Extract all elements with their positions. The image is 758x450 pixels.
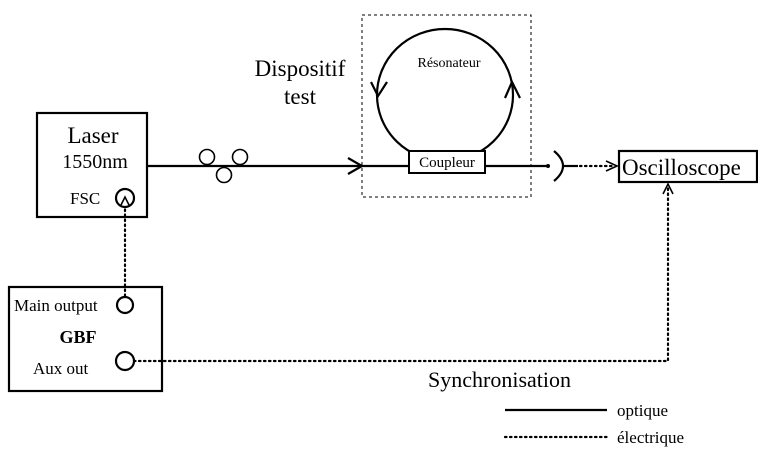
resonator-arrow-right <box>503 79 521 99</box>
laser-fsc-port <box>114 187 136 209</box>
legend-electrical-label: électrique <box>617 428 684 447</box>
photodetector <box>553 150 565 182</box>
polarization-controller-loop-3 <box>231 148 249 166</box>
fsc-arrow-head <box>120 195 130 206</box>
laser-wavelength: 1550nm <box>62 151 128 173</box>
oscilloscope-label: Oscilloscope <box>622 155 741 180</box>
gbf-aux-out-port <box>114 350 136 372</box>
sync-arrow-head <box>662 182 674 195</box>
resonator-ring <box>375 27 515 163</box>
sync-label: Synchronisation <box>428 367 571 392</box>
coupler-label: Coupleur <box>419 155 475 171</box>
oscilloscope-box <box>617 149 758 184</box>
coupler-box <box>408 150 486 174</box>
gbf-main-output: Main output <box>14 296 98 315</box>
laser-fsc-label: FSC <box>70 189 100 208</box>
polarization-controller-loop-2 <box>215 166 233 184</box>
scope-arrow-head <box>605 160 619 172</box>
resonator-label: Résonateur <box>418 56 481 71</box>
gbf-aux-out: Aux out <box>33 359 89 378</box>
sync-link <box>132 186 670 363</box>
device-label-line1: Dispositif <box>255 56 346 81</box>
laser-title: Laser <box>67 123 118 148</box>
gbf-main-output-port <box>115 295 135 315</box>
legend-optical-label: optique <box>617 401 668 420</box>
gbf-name: GBF <box>59 327 96 347</box>
resonator-arrow-left <box>370 81 388 99</box>
gbf-box <box>7 285 164 393</box>
device-label-line2: test <box>284 84 317 109</box>
polarization-controller-loop-1 <box>198 148 216 166</box>
device-under-test-frame <box>361 14 532 198</box>
photodetector-point <box>546 164 550 168</box>
